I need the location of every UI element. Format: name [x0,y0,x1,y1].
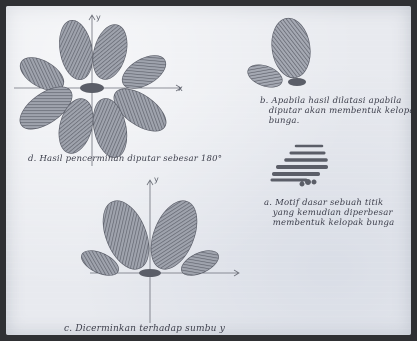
drawing-canvas: x y [6,6,411,335]
caption-b-line3: bunga. [260,116,300,126]
petal-base [288,78,306,86]
caption-d: d. Hasil pencerminan diputar sebesar 180… [28,154,222,164]
axis-y-label-d: y [96,13,101,22]
figure-b-petals [245,16,314,92]
figure-a-motif [272,146,326,186]
petal [55,18,97,83]
caption-a-line3: membentuk kelopak bunga [264,218,394,228]
caption-b-line2: diputar akan membentuk kelopak [260,106,411,116]
flower-center [139,269,161,277]
caption-a-line2: yang kemudian diperbesar [264,208,393,218]
caption-b-line1: b. Apabila hasil dilatasi apabila [260,96,402,106]
axis-x-label-d: x [178,84,183,93]
figure-d-flower [13,15,181,166]
figure-c-reflection [78,180,239,323]
axis-y-label-c: y [154,175,159,184]
flower-center [80,83,104,93]
caption-c: c. Dicerminkan terhadap sumbu y [64,324,225,334]
caption-a-line1: a. Motif dasar sebuah titik [264,198,383,208]
paper-sheet: x y [6,6,411,335]
